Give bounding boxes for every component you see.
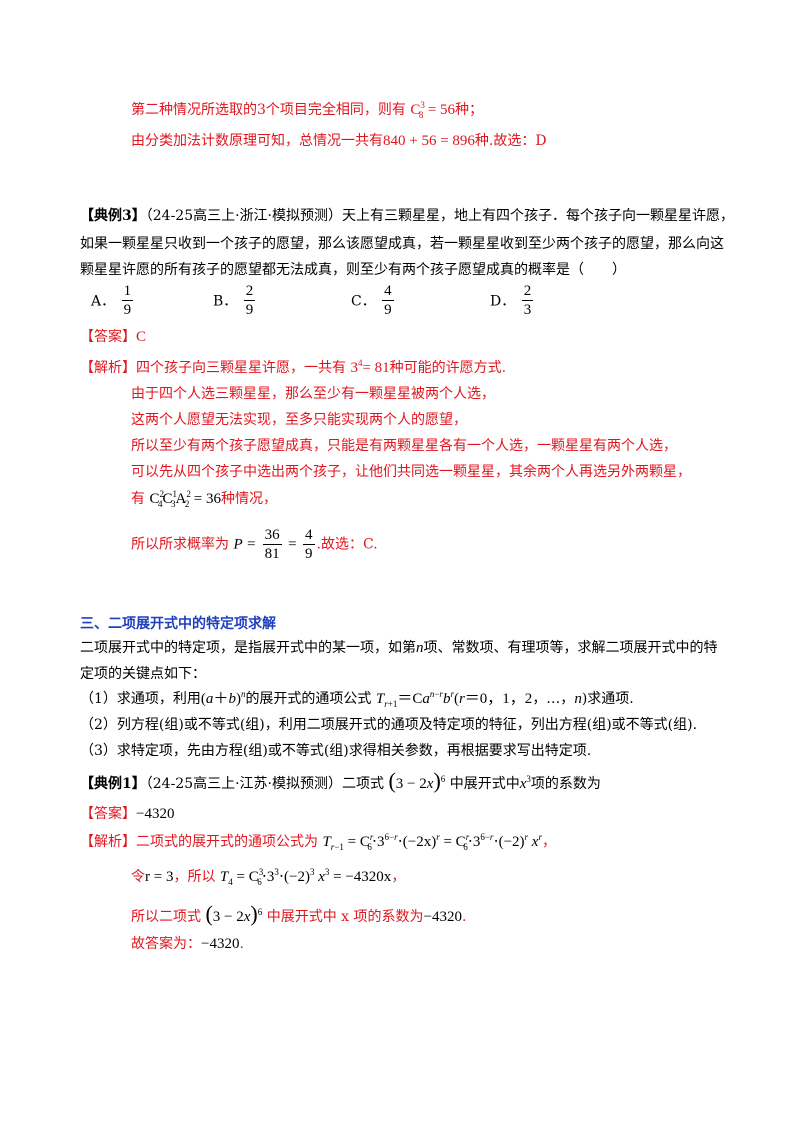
solution-line-total: 由分类加法计数原理可知，总情况一共有840 + 56 = 896种.故选：D [131, 133, 547, 149]
example3-analysis-line3: 这两个人愿望无法实现，至多只能实现两个人的愿望， [131, 412, 467, 428]
solution-line-case2: 第二种情况所选取的3个项目完全相同，则有 C38 = 56种； [131, 100, 484, 120]
example3-line2: 如果一颗星星只收到一个孩子的愿望，那么该愿望成真，若一颗星星收到至少两个孩子的愿… [80, 236, 724, 252]
example3-answer: 【答案】C [80, 329, 147, 345]
example1-analysis-line1: 【解析】二项式的展开式的通项公式为 Tr−1 = Cr6⋅36−r⋅(−2x)r… [80, 832, 556, 852]
section-intro-line2: 定项的关键点如下： [80, 666, 206, 682]
example3-line1: 【典例3】（24-25高三上·浙江·模拟预测）天上有三颗星星，地上有四个孩子．每… [80, 208, 735, 224]
example3-analysis-line4: 所以至少有两个孩子愿望成真，只能是有两颗星星各有一个人选，一颗星星有两个人选， [131, 438, 677, 454]
section-intro-line1: 二项展开式中的特定项，是指展开式中的某一项，如第n项、常数项、有理项等，求解二项… [80, 640, 718, 656]
example3-analysis-line1: 【解析】四个孩子向三颗星星许愿，一共有 34= 81种可能的许愿方式. [80, 358, 507, 377]
section-step1: （1）求通项，利用(a＋b)n的展开式的通项公式 Tr+1＝Can−rbr(r＝… [80, 689, 634, 709]
example-source: （24-25高三上·江苏·模拟预测） [145, 776, 343, 792]
example-label: 【典例1】 [80, 776, 146, 792]
combination-formula: C38 [410, 100, 425, 120]
section-step3: （3）求特定项，先由方程(组)或不等式(组)求得相关参数，再根据要求写出特定项. [80, 743, 592, 759]
example3-analysis-line6: 有 C24C13A22 = 36种情况， [131, 489, 277, 509]
example1-question: 【典例1】（24-25高三上·江苏·模拟预测）二项式 (3 − 2x)6 中展开… [80, 768, 601, 793]
example1-analysis-line3: 所以二项式 (3 − 2x)6 中展开式中 x 项的系数为−4320. [131, 901, 467, 926]
example-label: 【典例3】 [80, 208, 146, 224]
example3-analysis-line5: 可以先从四个孩子中选出两个孩子，让他们共同选一颗星星，其余两个人再选另外两颗星， [131, 464, 691, 480]
example3-line3: 颗星星许愿的所有孩子的愿望都无法成真，则至少有两个孩子愿望成真的概率是（ ） [80, 262, 626, 278]
section-heading: 三、二项展开式中的特定项求解 [80, 616, 276, 632]
example1-analysis-line4: 故答案为：−4320. [131, 936, 244, 952]
example1-analysis-line2: 令r = 3，所以 T4 = C36⋅33⋅(−2)3 x3 = −4320x， [131, 867, 406, 887]
example3-analysis-line2: 由于四个人选三颗星星，那么至少有一颗星星被两个人选， [131, 386, 495, 402]
example-source: （24-25高三上·浙江·模拟预测） [145, 208, 343, 224]
section-step2: （2）列方程(组)或不等式(组)，利用二项展开式的通项及特定项的特征，列出方程(… [80, 717, 698, 733]
example1-answer: 【答案】−4320 [80, 806, 175, 822]
combination-formula: C24C13A22 [149, 489, 191, 509]
